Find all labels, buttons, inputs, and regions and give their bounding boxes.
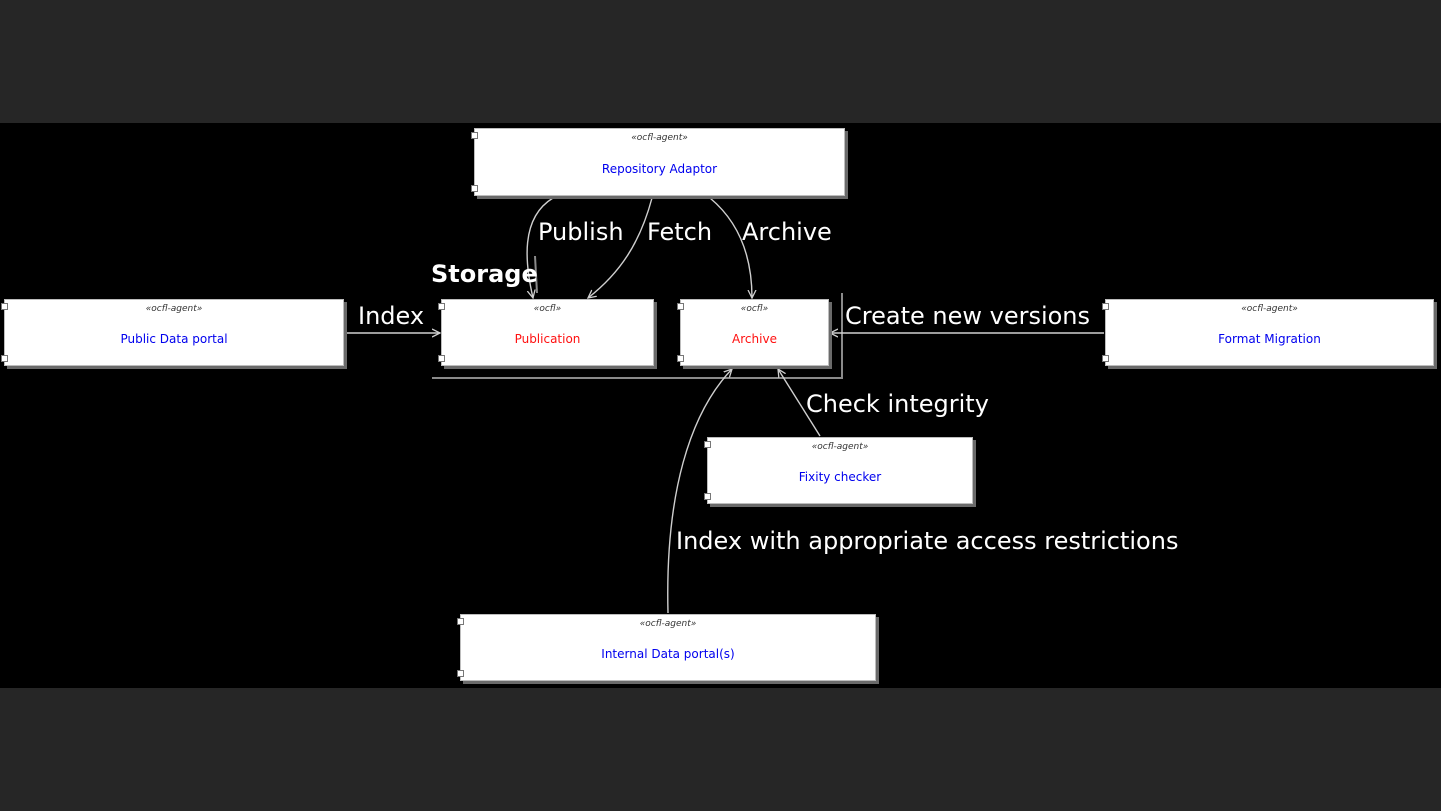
storage-package-frame [432, 293, 843, 379]
node-title: Internal Data portal(s) [601, 647, 735, 661]
node-title: Publication [514, 332, 581, 346]
node-repository-adaptor: «ocfl-agent» Repository Adaptor [471, 128, 845, 196]
node-stereotype: «ocfl-agent» [631, 133, 688, 143]
node-stereotype: «ocfl» [533, 304, 562, 314]
node-stereotype: «ocfl-agent» [811, 442, 869, 452]
node-title: Fixity checker [798, 470, 882, 484]
edge-publish-line [526, 197, 554, 298]
edge-check-integrity-line [778, 369, 821, 437]
edge-label-archive: Archive [742, 218, 832, 246]
node-archive: «ocfl» Archive [677, 299, 829, 366]
node-stereotype: «ocfl-agent» [1241, 304, 1298, 314]
node-title: Format Migration [1218, 332, 1321, 346]
edge-label-index: Index [358, 302, 425, 330]
edge-label-index-restricted: Index with appropriate access restrictio… [676, 527, 1179, 555]
edge-index-restricted-line [667, 369, 732, 614]
node-fixity-checker: «ocfl-agent» Fixity checker [704, 437, 973, 504]
node-title: Public Data portal [120, 332, 228, 346]
edge-archive-line [709, 197, 752, 298]
node-stereotype: «ocfl-agent» [145, 304, 203, 314]
edge-label-create-new-versions: Create new versions [845, 302, 1091, 330]
node-title: Repository Adaptor [601, 162, 718, 176]
edge-label-fetch: Fetch [647, 218, 713, 246]
node-stereotype: «ocfl» [740, 304, 769, 314]
diagram-connectors [345, 197, 1104, 614]
storage-package-tab [534, 255, 538, 294]
node-title: Archive [732, 332, 777, 346]
node-format-migration: «ocfl-agent» Format Migration [1102, 299, 1434, 366]
edge-label-check-integrity: Check integrity [806, 390, 989, 418]
node-public-data-portal: «ocfl-agent» Public Data portal [1, 299, 344, 366]
edge-label-publish: Publish [538, 218, 624, 246]
node-publication: «ocfl» Publication [438, 299, 654, 366]
storage-package-label: Storage [431, 260, 538, 288]
edge-fetch-line [588, 197, 653, 298]
node-internal-data-portal: «ocfl-agent» Internal Data portal(s) [457, 614, 876, 681]
node-stereotype: «ocfl-agent» [639, 619, 697, 629]
diagram-canvas: Storage Publish Fetch Archive Index Crea… [0, 123, 1441, 688]
